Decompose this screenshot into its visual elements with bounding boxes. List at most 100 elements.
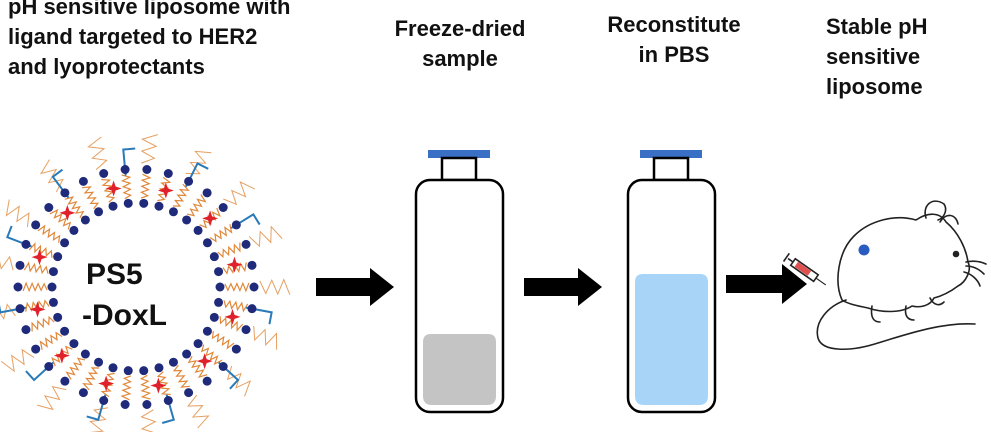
headgroup <box>60 188 70 198</box>
label-line: Reconstitute <box>607 12 741 37</box>
lipid-headgroups <box>13 165 259 409</box>
lipid-tail <box>200 344 223 366</box>
headgroup <box>44 361 54 371</box>
lipid-tail <box>156 371 171 396</box>
vial-cap <box>640 150 702 158</box>
headgroup <box>80 215 90 225</box>
mouse-icon <box>816 200 987 351</box>
headgroup <box>44 203 54 213</box>
lipid-tail <box>101 178 116 203</box>
headgroup <box>193 339 203 349</box>
drug-star <box>157 182 174 199</box>
label-line: liposome <box>826 74 923 99</box>
headgroup <box>53 252 63 262</box>
headgroup <box>202 188 212 198</box>
headgroup <box>48 267 58 277</box>
lipid-tail <box>223 299 249 313</box>
label-line: in PBS <box>638 42 710 67</box>
lipid-tail <box>172 364 190 388</box>
headgroup <box>139 366 149 376</box>
lipid-tail <box>82 186 100 210</box>
headgroup <box>60 376 70 386</box>
drug-star <box>202 210 219 227</box>
headgroup <box>247 260 257 270</box>
reconstituted-vial <box>626 150 717 414</box>
headgroup <box>120 399 130 409</box>
headgroup <box>108 363 118 373</box>
lipid-tail <box>211 331 235 350</box>
headgroup <box>184 176 194 186</box>
process-arrows <box>316 264 807 306</box>
headgroup <box>13 282 23 292</box>
drug-star <box>150 377 167 394</box>
freeze-dried-cake <box>423 334 496 405</box>
peg-chain <box>0 348 35 373</box>
headgroup <box>15 304 25 314</box>
headgroup <box>94 207 104 217</box>
peg-chain <box>0 303 16 320</box>
lipid-tail <box>120 375 133 401</box>
drug-star <box>196 353 213 370</box>
headgroup <box>202 326 212 336</box>
headgroup <box>163 169 173 179</box>
lipid-tail <box>82 367 100 391</box>
lipid-tails <box>0 134 291 432</box>
headgroup <box>47 282 57 292</box>
liposome-core-label-line1: PS5 <box>86 258 143 291</box>
lipid-tail <box>37 224 61 243</box>
headgroup <box>182 215 192 225</box>
lipid-tail <box>65 357 86 380</box>
peg-chain <box>187 394 210 429</box>
headgroup <box>241 325 251 335</box>
headgroup <box>142 399 152 409</box>
headgroup <box>202 376 212 386</box>
peg-chain <box>5 199 30 228</box>
headgroup <box>218 361 228 371</box>
headgroup <box>214 297 224 307</box>
freeze-dried-stage-label: Freeze-dried sample <box>384 14 536 74</box>
peg-chain <box>223 181 256 206</box>
headgroup <box>123 366 133 376</box>
syringe-icon <box>782 252 827 286</box>
headgroup <box>184 388 194 398</box>
headgroup <box>120 165 130 175</box>
drug-star <box>31 249 48 266</box>
lipid-tail <box>39 331 63 350</box>
liposome-illustration: PS5 -DoxL <box>0 134 291 432</box>
peg-chain <box>37 385 67 411</box>
peg-chain <box>0 255 14 271</box>
lipid-tail <box>157 176 172 202</box>
lipid-tail <box>64 195 85 219</box>
label-line: pH sensitive liposome with <box>8 0 291 19</box>
headgroup <box>154 201 164 211</box>
lipid-tail <box>139 173 152 199</box>
arrow-right-2 <box>524 268 602 306</box>
headgroup <box>168 207 178 217</box>
headgroup <box>69 225 79 235</box>
headgroup <box>80 349 90 359</box>
lipid-tail <box>31 315 55 332</box>
headgroup <box>15 260 25 270</box>
headgroup <box>21 239 31 249</box>
headgroup <box>231 344 241 354</box>
lipid-tail <box>120 174 133 200</box>
arrow-right-1 <box>316 268 394 306</box>
lipid-tail <box>172 183 190 207</box>
lipid-tail <box>217 242 241 259</box>
drug-star <box>98 375 115 392</box>
headgroup <box>154 363 164 373</box>
drug-star <box>29 301 46 318</box>
label-line: Freeze-dried <box>394 16 526 41</box>
headgroup <box>218 203 228 213</box>
peg-chain <box>140 409 157 432</box>
headgroup <box>163 395 173 405</box>
label-line: and lyoprotectants <box>8 54 205 79</box>
headgroup <box>48 297 58 307</box>
headgroup <box>78 176 88 186</box>
lipid-tail <box>22 281 48 293</box>
headgroup <box>214 267 224 277</box>
headgroup <box>215 282 225 292</box>
lipid-tail <box>209 224 233 243</box>
peg-chain <box>87 136 108 170</box>
